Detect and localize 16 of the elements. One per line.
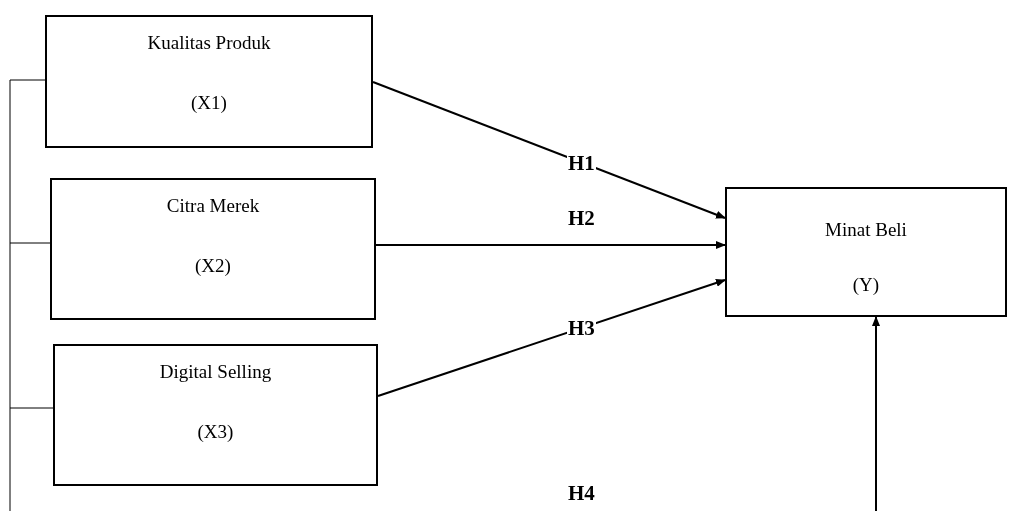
variable-box bbox=[53, 344, 378, 486]
variable-name: Citra Merek bbox=[166, 195, 260, 216]
variable-code: (X3) bbox=[197, 421, 234, 442]
arrow bbox=[377, 279, 726, 397]
variable-name: Digital Selling bbox=[159, 361, 272, 382]
arrow bbox=[375, 241, 726, 249]
variable-box bbox=[725, 187, 1007, 317]
variable-name: Kualitas Produk bbox=[147, 32, 271, 53]
variable-box bbox=[45, 15, 373, 148]
variable-code: (X1) bbox=[191, 92, 227, 113]
variable-code: (Y) bbox=[852, 274, 880, 295]
arrow bbox=[872, 316, 880, 511]
variable-code: (X2) bbox=[195, 255, 231, 276]
variable-box bbox=[50, 178, 376, 320]
variable-name: Minat Beli bbox=[825, 219, 907, 240]
arrow bbox=[372, 81, 726, 219]
